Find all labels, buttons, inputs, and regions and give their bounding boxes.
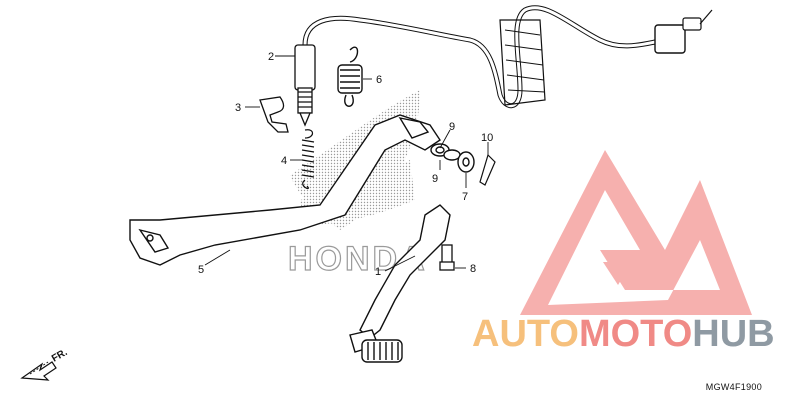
cotter-pin	[479, 153, 496, 186]
return-spring	[337, 46, 363, 107]
gearshift-pedal	[349, 204, 451, 363]
callout-6: 6	[376, 74, 382, 86]
callout-1: 1	[375, 266, 381, 278]
watermark-moto: MOTO	[578, 313, 693, 355]
bolt	[439, 244, 455, 271]
washers	[430, 143, 475, 173]
spring-clip	[259, 96, 289, 133]
stop-switch	[294, 44, 316, 127]
callout-7: 7	[462, 191, 468, 203]
callout-9-upper: 9	[449, 121, 455, 133]
callout-labels: 2 6 3 4 5 1 8 9 9 7 10	[198, 51, 493, 278]
callout-10: 10	[481, 132, 493, 144]
long-spring	[301, 129, 315, 190]
watermark-triangle-logo	[520, 150, 752, 315]
front-arrow: FR.	[20, 347, 70, 381]
watermark-hub: HUB	[692, 313, 775, 355]
callout-8: 8	[470, 263, 476, 275]
front-label: FR.	[50, 347, 70, 365]
watermark-auto: AUTO	[472, 313, 579, 355]
brake-pedal-arm	[129, 114, 441, 266]
watermark-wordmark: AUTOMOTOHUB	[472, 315, 775, 353]
callout-9-lower: 9	[432, 173, 438, 185]
switch-harness	[302, 5, 713, 109]
callout-4: 4	[281, 155, 287, 167]
leader-lines	[204, 55, 489, 272]
callout-3: 3	[235, 102, 241, 114]
callout-2: 2	[268, 51, 274, 63]
part-code: MGW4F1900	[705, 382, 762, 392]
callout-5: 5	[198, 264, 204, 276]
